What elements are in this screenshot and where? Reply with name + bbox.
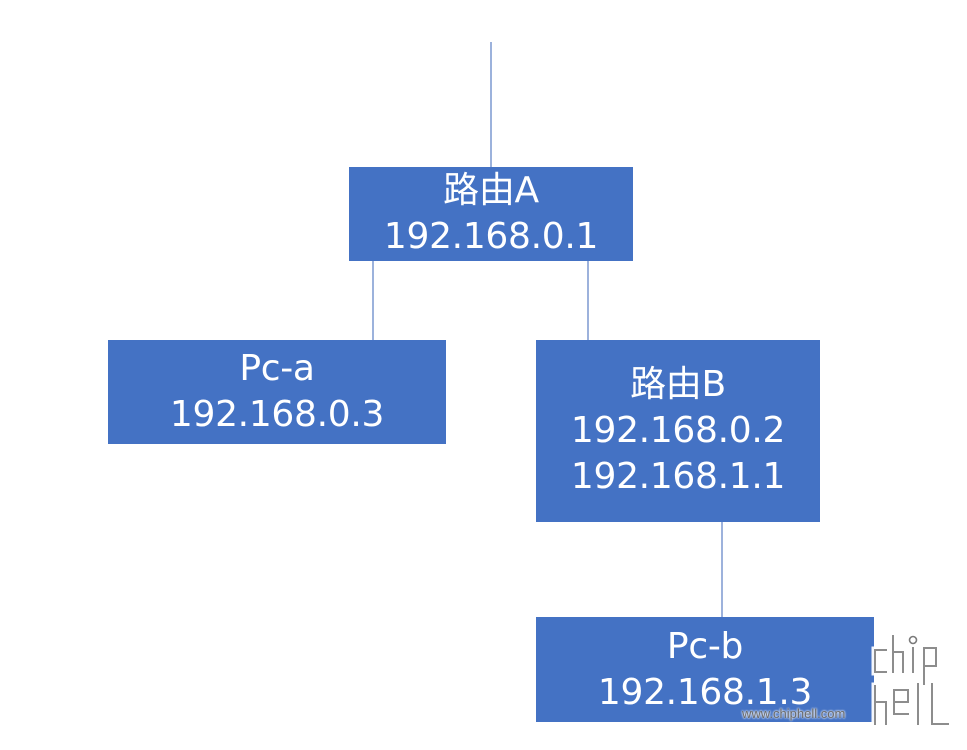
router-a-node: 路由A 192.168.0.1 — [349, 167, 633, 261]
chiphell-logo-icon — [871, 632, 952, 728]
router-a-name: 路由A — [443, 170, 539, 211]
pc-a-ip: 192.168.0.3 — [169, 394, 385, 435]
chiphell-watermark: www.chiphell.com — [742, 628, 954, 732]
pc-b-name: Pc-b — [666, 625, 744, 667]
router-b-ip-lan-b: 192.168.1.1 — [570, 456, 786, 497]
pc-a-node: Pc-a 192.168.0.3 — [108, 340, 446, 444]
router-b-node: 路由B 192.168.0.2 192.168.1.1 — [536, 340, 820, 522]
pc-b-node: Pc-b 192.168.1.3 — [536, 617, 874, 722]
router-b-ip-lan-a: 192.168.0.2 — [570, 410, 786, 451]
watermark-url: www.chiphell.com — [742, 706, 846, 721]
router-b-name: 路由B — [630, 364, 726, 405]
pc-b-ip: 192.168.1.3 — [597, 671, 813, 713]
pc-a-name: Pc-a — [239, 348, 315, 389]
router-a-ip: 192.168.0.1 — [383, 216, 599, 257]
